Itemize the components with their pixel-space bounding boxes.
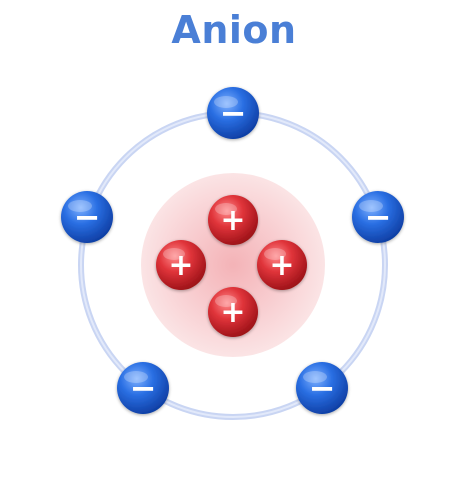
electron-charge-label: − [309, 369, 336, 407]
electron-lower-left: − [117, 362, 169, 414]
electron-lower-right: − [296, 362, 348, 414]
electron-top: − [207, 87, 259, 139]
proton-charge-label: + [168, 248, 193, 283]
nucleus: + + + + [156, 195, 307, 337]
proton-top: + [208, 195, 258, 245]
proton-charge-label: + [220, 295, 245, 330]
proton-left: + [156, 240, 206, 290]
electron-charge-label: − [74, 198, 101, 236]
proton-charge-label: + [269, 248, 294, 283]
proton-bottom: + [208, 287, 258, 337]
nucleus-glow [141, 173, 325, 357]
electron-charge-label: − [220, 94, 247, 132]
electron-upper-left: − [61, 191, 113, 243]
electron-charge-label: − [130, 369, 157, 407]
electrons: − − − − − − [61, 87, 404, 414]
electron-charge-label: − [365, 198, 392, 236]
electron-upper-right: − [352, 191, 404, 243]
proton-right: + [257, 240, 307, 290]
proton-charge-label: + [220, 203, 245, 238]
diagram-title: Anion [171, 8, 297, 52]
